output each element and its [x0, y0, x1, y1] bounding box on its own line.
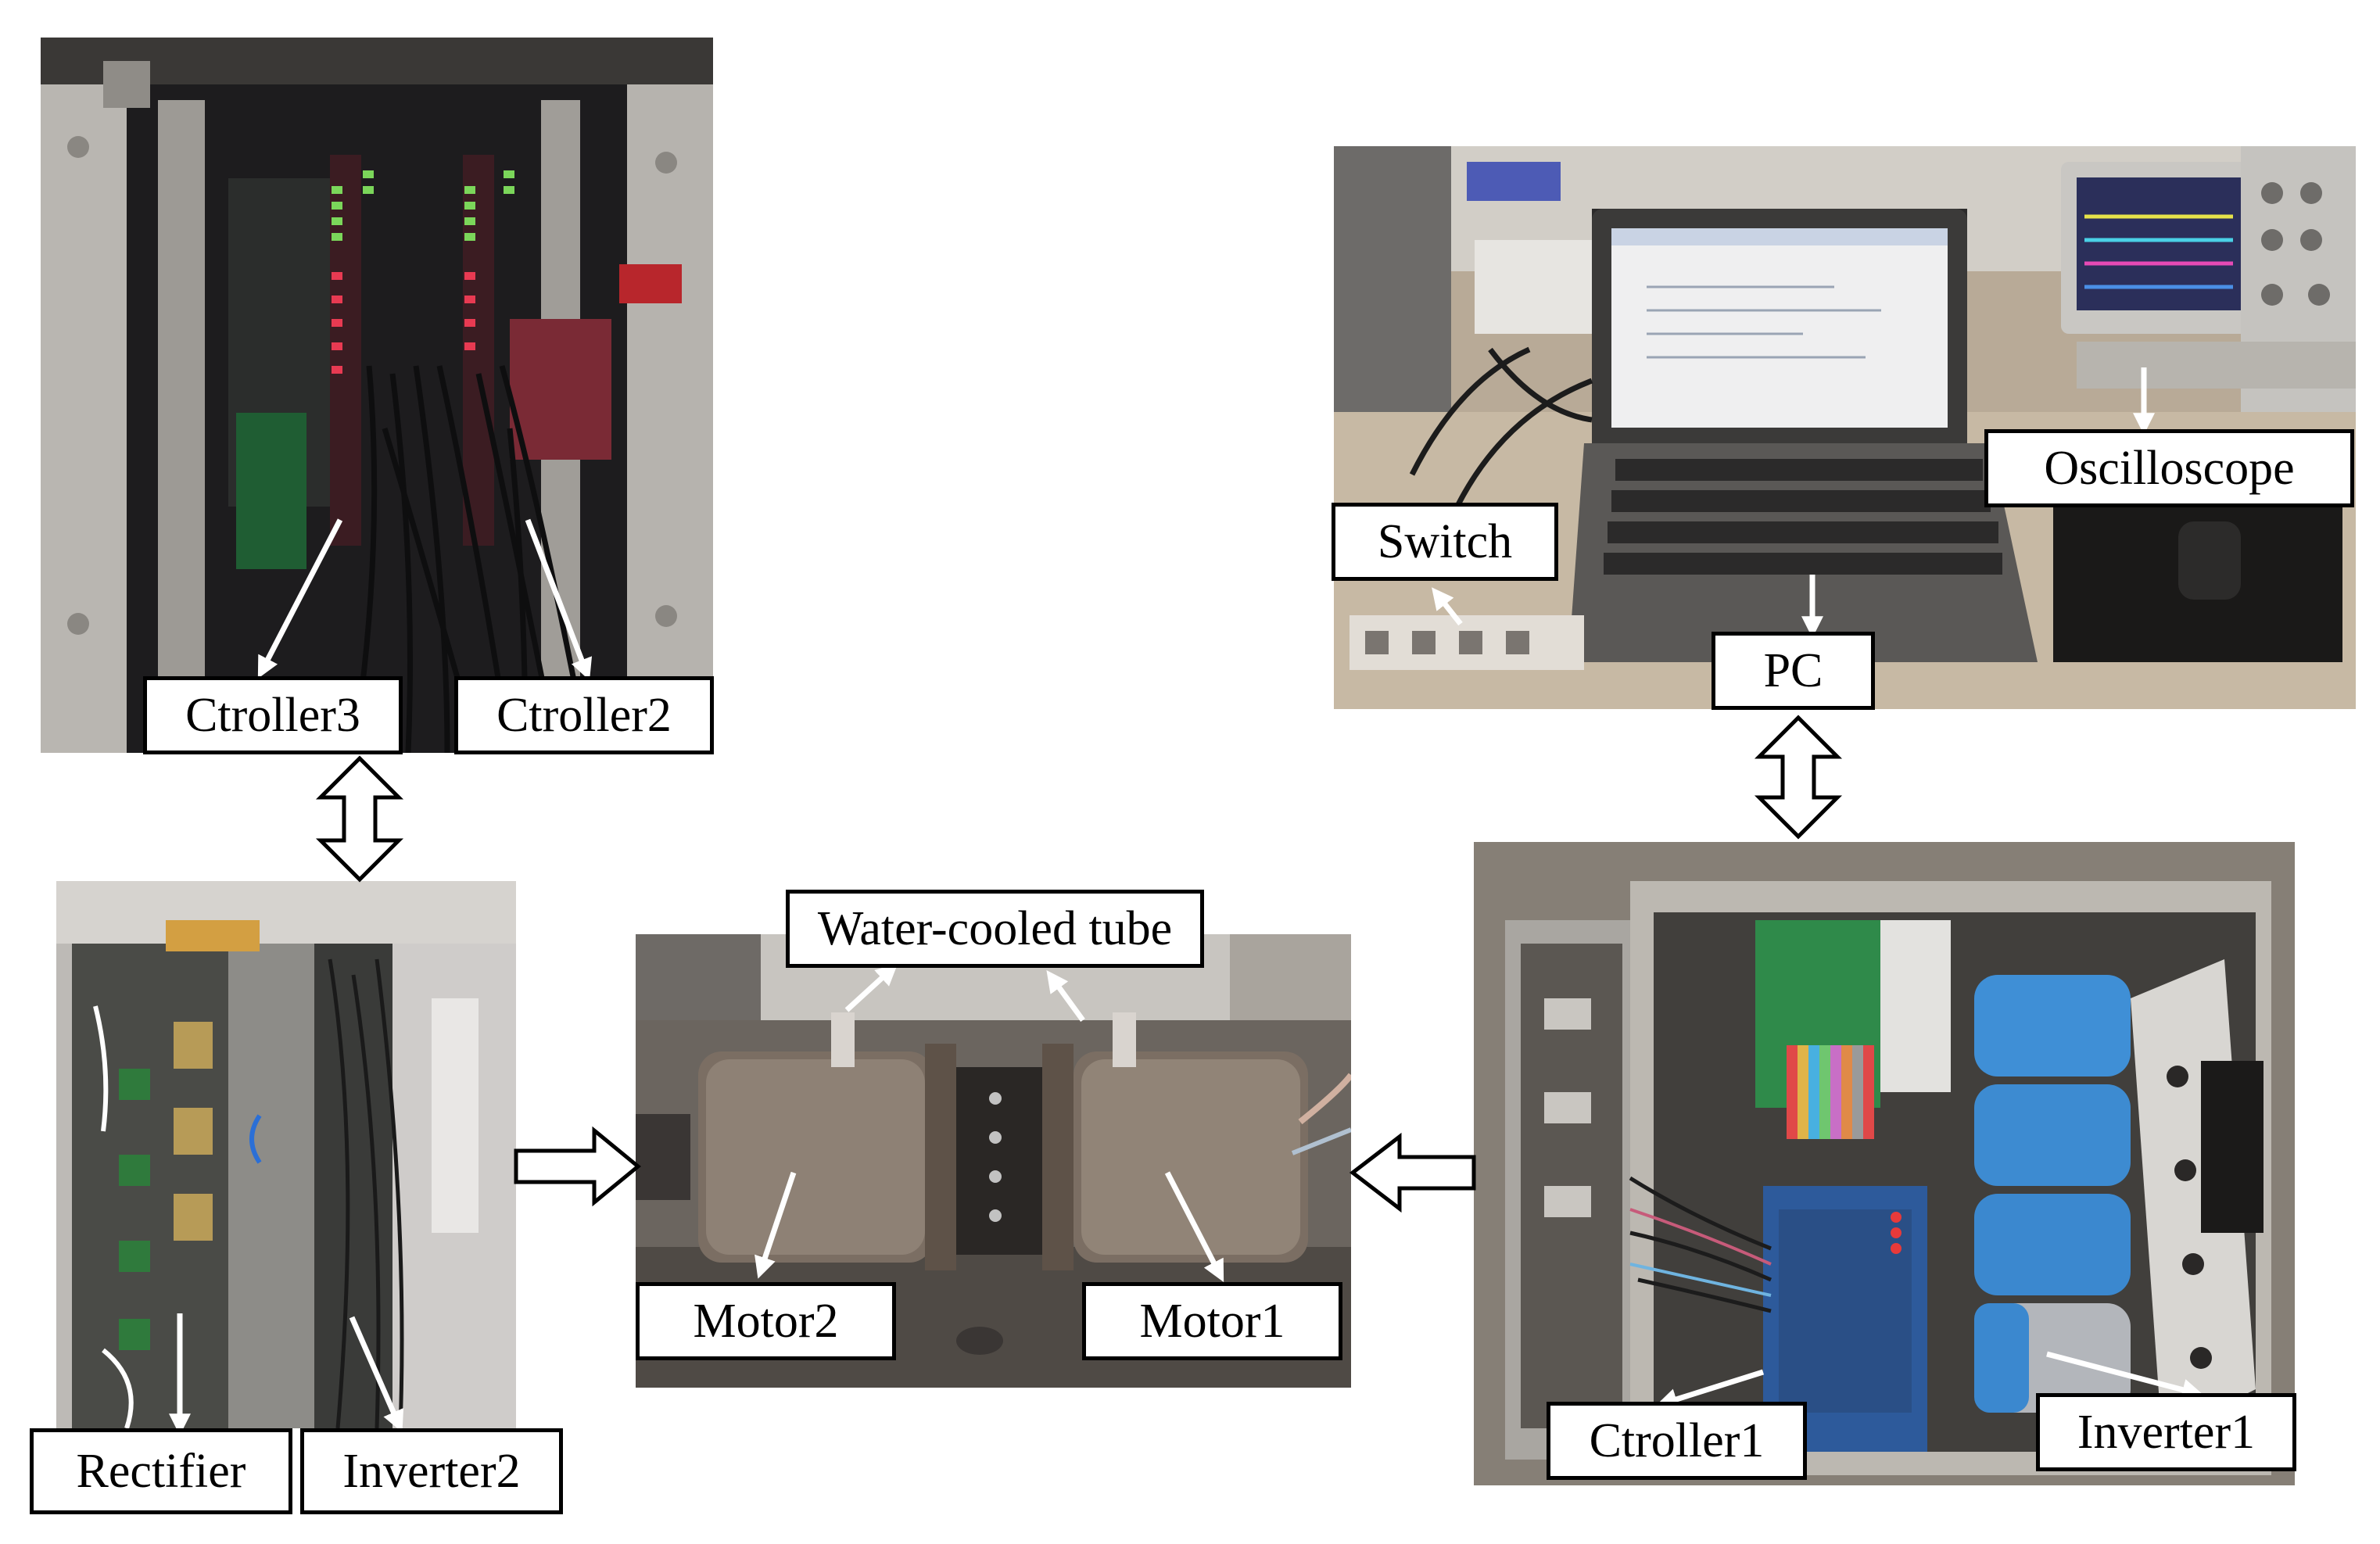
- link-arrow-controller1-motors: [1349, 1132, 1476, 1213]
- label-switch: Switch: [1332, 503, 1558, 581]
- label-motor2: Motor2: [636, 1282, 896, 1360]
- link-arrow-pc-controller1: [1754, 715, 1843, 840]
- controller-inverter-box-photo: [1474, 842, 2295, 1485]
- pc-oscilloscope-bench-photo: [1334, 146, 2356, 709]
- label-rectifier: Rectifier: [30, 1428, 292, 1514]
- label-water-cooled-tube: Water-cooled tube: [786, 890, 1204, 968]
- link-arrow-controller-rectifier: [315, 755, 404, 883]
- link-arrow-rectifier-motors: [514, 1126, 641, 1207]
- label-pc: PC: [1712, 632, 1875, 710]
- controller-cabinet-photo: [41, 38, 713, 753]
- label-inverter2: Inverter2: [300, 1428, 563, 1514]
- label-inverter1: Inverter1: [2036, 1393, 2296, 1471]
- label-ctroller3: Ctroller3: [143, 676, 403, 754]
- label-oscilloscope: Oscilloscope: [1984, 429, 2354, 507]
- label-ctroller1: Ctroller1: [1547, 1402, 1807, 1480]
- label-ctroller2: Ctroller2: [454, 676, 714, 754]
- rectifier-inverter-cabinet-photo: [56, 881, 516, 1428]
- label-motor1: Motor1: [1082, 1282, 1342, 1360]
